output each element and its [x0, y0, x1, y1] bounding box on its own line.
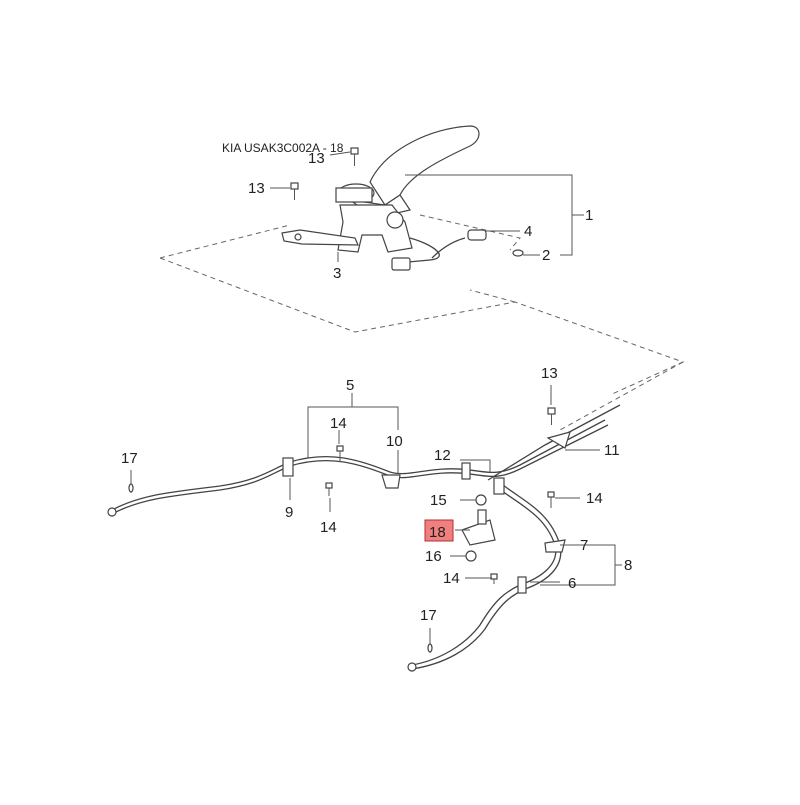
cable-clamp	[461, 462, 471, 480]
callout-13-left[interactable]: 13	[248, 180, 265, 197]
callout-14-b[interactable]: 14	[320, 519, 337, 536]
bolt-icon	[350, 147, 359, 166]
callout-14-d[interactable]: 14	[443, 570, 460, 587]
switch-screw	[512, 249, 524, 257]
cable-clamp	[493, 477, 505, 495]
callout-10[interactable]: 10	[386, 433, 403, 450]
callout-3[interactable]: 3	[333, 265, 341, 282]
lower-leaders	[130, 385, 622, 644]
lever-pivot-body	[335, 187, 373, 203]
callout-12[interactable]: 12	[434, 447, 451, 464]
wire-connector	[391, 257, 411, 271]
bolt-icon	[547, 407, 556, 425]
callout-14-a[interactable]: 14	[330, 415, 347, 432]
projection-lines	[159, 214, 685, 431]
callout-18[interactable]: 18	[429, 524, 446, 541]
bolt-icon	[290, 182, 299, 200]
brake-cables	[107, 404, 621, 672]
callout-5[interactable]: 5	[346, 377, 354, 394]
diagram-caption: KIA USAK3C002A - 18	[222, 141, 344, 155]
equalizer-plate	[281, 229, 359, 246]
cable-end-right	[407, 662, 417, 672]
callout-13-upper[interactable]: 13	[308, 150, 325, 167]
callout-4[interactable]: 4	[524, 223, 532, 240]
nut-icon	[475, 494, 487, 506]
cable-clamp	[282, 457, 294, 477]
parking-brake-lever-assembly	[281, 125, 524, 271]
callout-13-lower[interactable]: 13	[541, 365, 558, 382]
cable-bracket	[546, 431, 571, 449]
upper-leaders	[270, 151, 584, 262]
callout-16[interactable]: 16	[425, 548, 442, 565]
callout-14-c[interactable]: 14	[586, 490, 603, 507]
callout-8[interactable]: 8	[624, 557, 632, 574]
callout-6[interactable]: 6	[568, 575, 576, 592]
cable-bracket	[544, 539, 566, 553]
callout-9[interactable]: 9	[285, 504, 293, 521]
callout-7[interactable]: 7	[580, 537, 588, 554]
switch-wire	[407, 237, 440, 263]
nut-icon	[465, 550, 477, 562]
brake-switch	[467, 229, 487, 241]
highlight-box	[424, 519, 454, 542]
callout-11[interactable]: 11	[604, 442, 620, 459]
callout-2[interactable]: 2	[542, 247, 550, 264]
lever-handle	[369, 125, 480, 206]
cable-clamp	[517, 576, 527, 594]
bracket-bolt-hole	[386, 211, 404, 229]
bolt-icon	[547, 491, 555, 508]
cable-bracket	[381, 474, 401, 489]
callout-17-right[interactable]: 17	[420, 607, 437, 624]
bolt-icon	[490, 573, 498, 584]
bolt-icon	[325, 482, 333, 496]
cable-end-left	[107, 507, 117, 517]
callout-17-left[interactable]: 17	[121, 450, 138, 467]
callout-1[interactable]: 1	[585, 207, 593, 224]
callout-15[interactable]: 15	[430, 492, 447, 509]
bolt-icon	[336, 445, 344, 462]
callout-labels: 1 2 3 4 5 6 7 8 9 10 11 12 13 13 13 14 1…	[121, 150, 632, 624]
